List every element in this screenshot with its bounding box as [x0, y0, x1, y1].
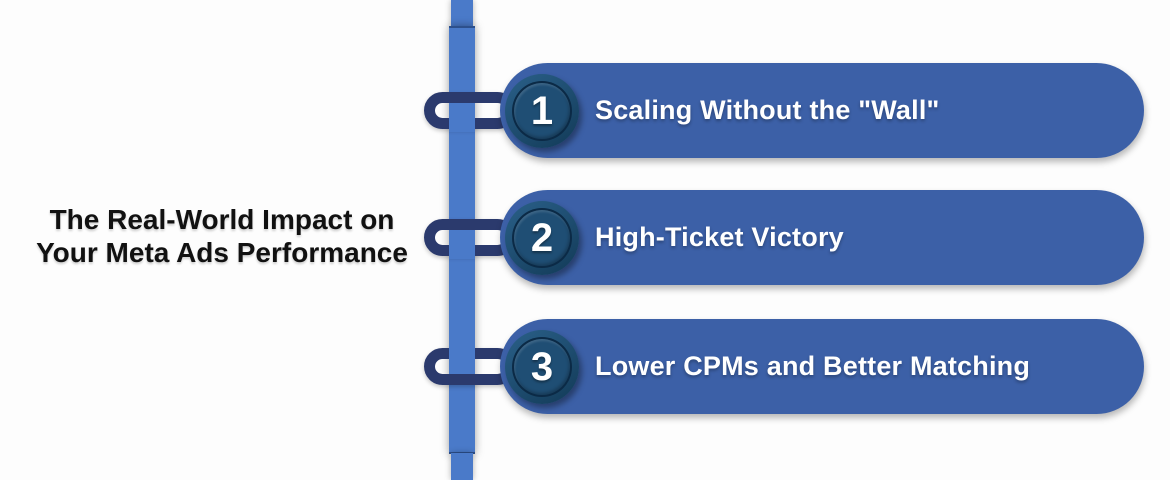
- pole-weave-patch: [449, 117, 475, 132]
- step-row-2: 2 High-Ticket Victory: [0, 190, 1170, 285]
- pole-weave-patch: [449, 345, 475, 360]
- step-label: High-Ticket Victory: [595, 222, 844, 252]
- pole-weave-patch: [449, 244, 475, 259]
- step-number-badge-inner: 1: [512, 80, 572, 141]
- diagram-title-line2: Your Meta Ads Performance: [36, 237, 408, 268]
- step-number: 3: [530, 344, 554, 389]
- step-label: Scaling Without the "Wall": [595, 95, 940, 125]
- diagram-title: The Real-World Impact on Your Meta Ads P…: [14, 203, 430, 269]
- step-row-1: 1 Scaling Without the "Wall": [0, 63, 1170, 158]
- timeline-pole-cap-bottom: [451, 453, 473, 480]
- diagram-title-line1: The Real-World Impact on: [49, 204, 395, 235]
- step-pill-3: 3 Lower CPMs and Better Matching: [500, 319, 1144, 414]
- step-number: 2: [530, 215, 554, 260]
- timeline-pole-cap-top: [451, 0, 473, 27]
- step-number-badge-inner: 2: [512, 207, 572, 268]
- step-number-badge: 2: [505, 200, 579, 275]
- step-number-badge-inner: 3: [512, 336, 572, 397]
- step-label: Lower CPMs and Better Matching: [595, 351, 1031, 381]
- step-row-3: 3 Lower CPMs and Better Matching: [0, 319, 1170, 414]
- step-pill-1: 1 Scaling Without the "Wall": [500, 63, 1144, 158]
- step-number: 1: [530, 88, 554, 133]
- step-number-badge: 1: [505, 73, 579, 148]
- step-number-badge: 3: [505, 329, 579, 404]
- step-pill-2: 2 High-Ticket Victory: [500, 190, 1144, 285]
